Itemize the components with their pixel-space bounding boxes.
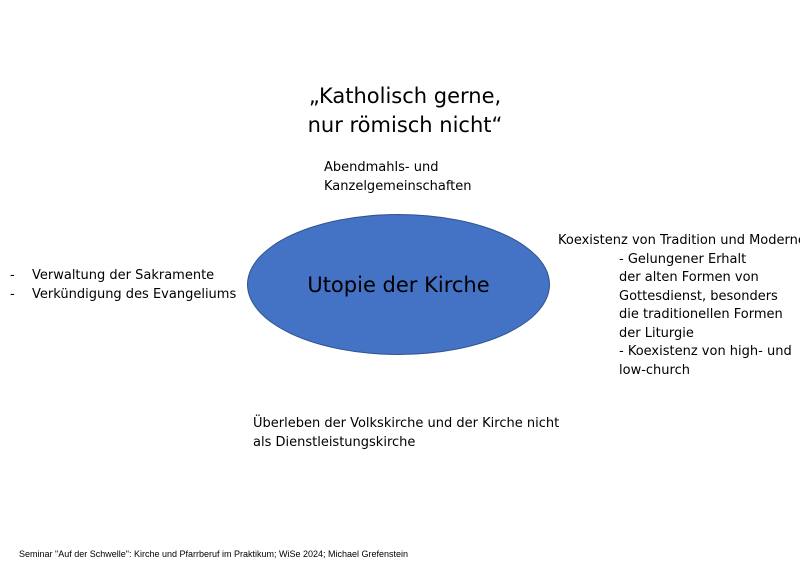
right-line: der alten Formen von	[619, 270, 759, 285]
right-line: die traditionellen Formen	[619, 307, 783, 322]
bottom-line: als Dienstleistungskirche	[253, 435, 416, 450]
footer: Seminar "Auf der Schwelle": Kirche und P…	[19, 549, 409, 559]
title-line: nur römisch nicht“	[307, 113, 503, 137]
list-item: -Verwaltung der Sakramente	[10, 268, 215, 283]
top-line: Kanzelgemeinschaften	[324, 179, 472, 194]
right-heading: Koexistenz von Tradition und Moderne	[558, 233, 800, 248]
right-line: der Liturgie	[619, 325, 694, 341]
center-ellipse: Utopie der Kirche	[247, 214, 550, 355]
list-item-text: Verwaltung der Sakramente	[32, 268, 215, 283]
top-line: Abendmahls- und	[324, 160, 439, 175]
center-label: Utopie der Kirche	[307, 272, 490, 297]
slide-title: „Katholisch gerne, nur römisch nicht“	[290, 82, 520, 140]
title-line: „Katholisch gerne,	[308, 84, 502, 108]
top-note: Abendmahls- und Kanzelgemeinschaften	[324, 158, 472, 196]
right-line: - Gelungener Erhalt	[619, 251, 747, 267]
right-line: Gottesdienst, besonders	[619, 288, 778, 304]
list-item-text: Verkündigung des Evangeliums	[32, 287, 237, 302]
bottom-note: Überleben der Volkskirche und der Kirche…	[253, 414, 559, 452]
left-list: -Verwaltung der Sakramente -Verkündigung…	[10, 266, 236, 304]
right-note: Koexistenz von Tradition und Moderne - G…	[558, 232, 800, 380]
right-line: - Koexistenz von high- und	[619, 344, 792, 359]
right-line: low-church	[619, 362, 690, 378]
list-item: -Verkündigung des Evangeliums	[10, 287, 237, 302]
bottom-line: Überleben der Volkskirche und der Kirche…	[253, 416, 560, 431]
